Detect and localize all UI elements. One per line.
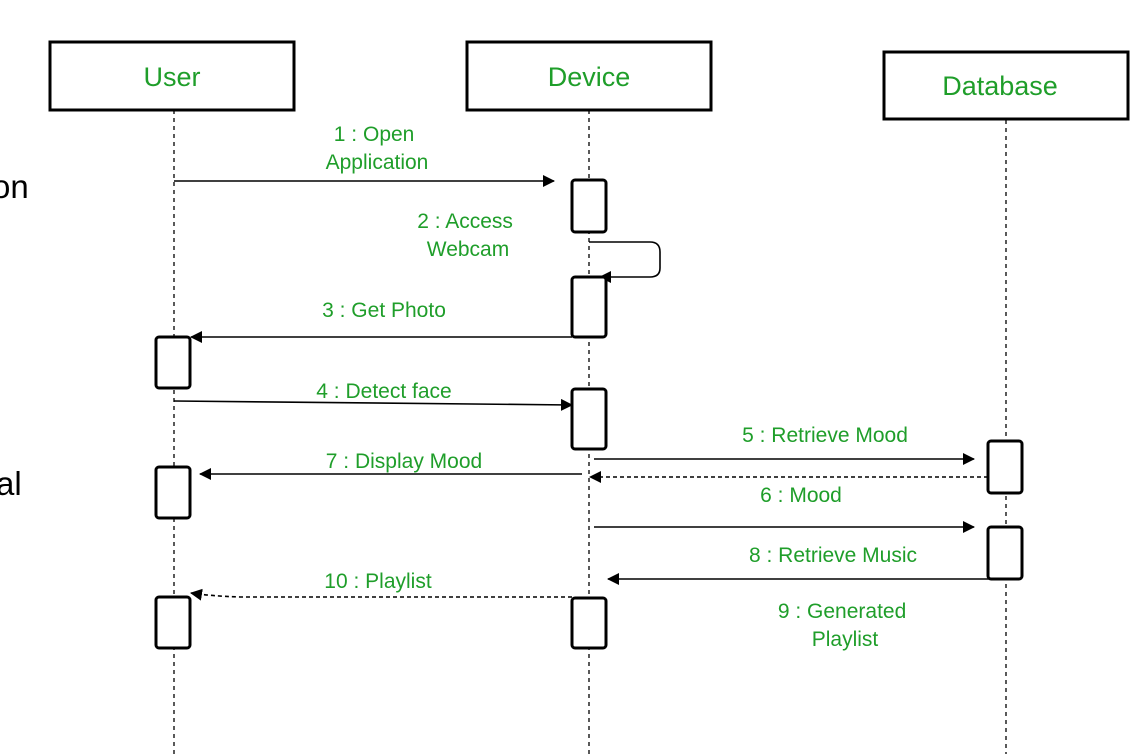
message-9-label-line-2: Playlist [812, 628, 879, 651]
database-lifeline-title: Database [942, 71, 1058, 101]
message-3-label: 3 : Get Photo [322, 299, 446, 322]
user-activation-1 [154, 335, 192, 390]
device-lifeline-box [465, 40, 713, 112]
device-activation-1 [570, 178, 608, 234]
message-1-label: 1 : Open Application [326, 123, 429, 174]
message-4-label: 4 : Detect face [316, 380, 451, 403]
device-lifeline-title: Device [548, 62, 631, 92]
message-9-label-line-1: 9 : Generated [778, 600, 906, 623]
message-6-label: 6 : Mood [760, 484, 842, 507]
message-5-label: 5 : Retrieve Mood [742, 424, 908, 447]
message-2-arrow [589, 241, 661, 283]
message-2-label: 2 : Access Webcam [417, 210, 519, 261]
device-activation-3 [570, 387, 608, 451]
message-10-label: 10 : Playlist [324, 570, 432, 593]
left-edge-fragment-1: on [0, 168, 29, 205]
user-activation-2 [154, 465, 192, 520]
device-activation-2 [570, 275, 608, 339]
message-2-label-line-2: Webcam [427, 238, 509, 261]
message-1-label-line-2: Application [326, 151, 429, 174]
user-activation-3 [154, 595, 192, 650]
message-8-label: 8 : Retrieve Music [749, 544, 917, 567]
message-4-arrow [173, 398, 573, 411]
message-7-label: 7 : Display Mood [326, 450, 482, 473]
user-lifeline-title: User [143, 62, 200, 92]
left-edge-fragment-2: al [0, 465, 22, 502]
database-activation-2 [986, 525, 1024, 581]
message-9-label: 9 : Generated Playlist [778, 600, 912, 651]
database-lifeline-box [882, 50, 1130, 121]
message-10-arrow [190, 588, 572, 601]
message-2-label-line-1: 2 : Access [417, 210, 513, 233]
user-lifeline-box [48, 40, 296, 112]
database-activation-1 [986, 439, 1024, 495]
message-1-label-line-1: 1 : Open [334, 123, 415, 146]
device-activation-4 [570, 596, 608, 650]
